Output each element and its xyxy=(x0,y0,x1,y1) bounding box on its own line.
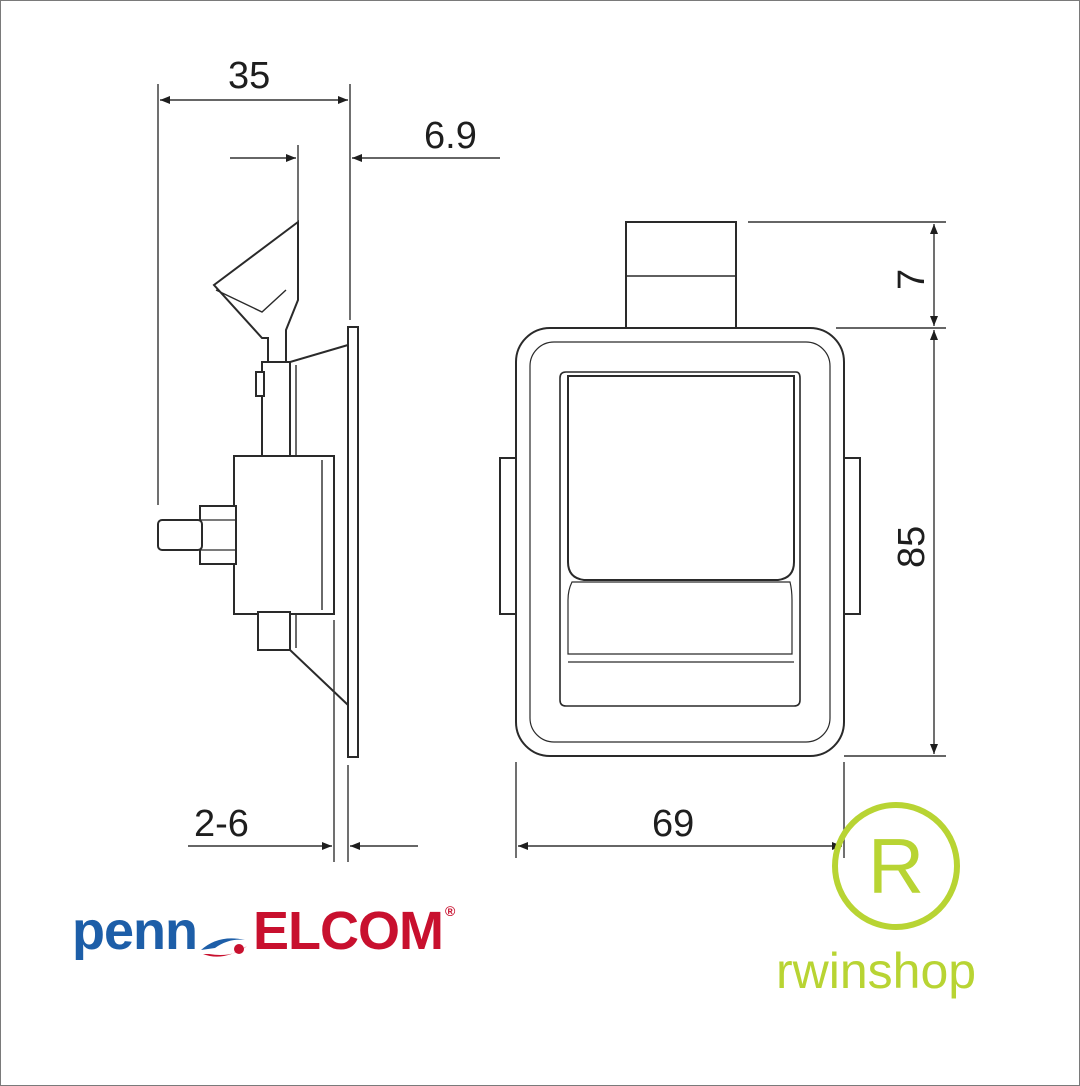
side-lower-tab xyxy=(257,611,291,651)
side-latch-arm xyxy=(261,361,291,463)
dim-label-plate-offset: 6.9 xyxy=(424,115,477,157)
dim-label-body-width: 69 xyxy=(652,803,694,845)
side-view-dimension-lines xyxy=(157,84,500,862)
logo-elcom-text: ELCOM xyxy=(253,901,444,961)
dim-label-latch-height: 7 xyxy=(891,269,933,290)
side-latch-hook xyxy=(212,220,299,363)
side-body-block xyxy=(233,455,335,615)
side-view xyxy=(157,220,359,758)
front-view-dimension-lines xyxy=(515,221,946,858)
front-view xyxy=(499,221,861,757)
front-paddle-recess xyxy=(559,371,801,707)
dim-label-width-overall: 35 xyxy=(228,55,270,97)
dim-label-body-height: 85 xyxy=(891,526,933,568)
registered-circle-icon: R xyxy=(832,802,960,930)
badge-letter: R xyxy=(867,822,925,910)
front-paddle xyxy=(567,375,795,581)
dim-label-panel-thickness: 2-6 xyxy=(194,803,249,845)
side-stud xyxy=(157,519,203,551)
side-mounting-plate xyxy=(347,326,359,758)
logo-penn-text: penn xyxy=(72,901,198,961)
penn-elcom-logo: penn ELCOM® xyxy=(72,901,455,961)
shop-name: rwinshop xyxy=(776,943,977,999)
front-latch-tongue xyxy=(625,221,737,329)
penn-elcom-swoosh-icon xyxy=(199,919,249,957)
side-nut xyxy=(199,505,237,565)
logo-registered-mark: ® xyxy=(445,903,455,919)
